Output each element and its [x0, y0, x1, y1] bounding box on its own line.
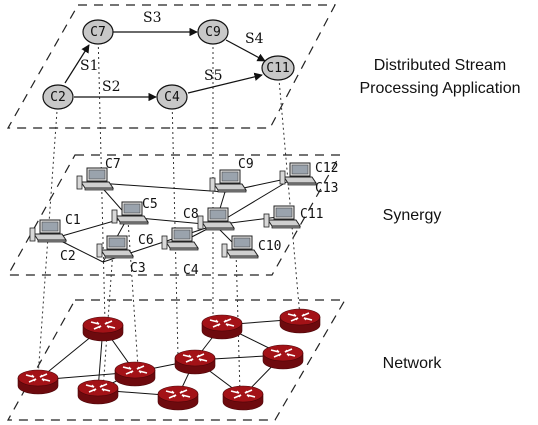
app-node-c7: C7	[82, 19, 114, 45]
desktop-computer-icon	[161, 227, 199, 251]
edge-s5	[187, 72, 263, 94]
desktop-computer-icon	[221, 235, 259, 259]
desktop-computer-icon	[197, 207, 235, 231]
computer-label-c10: C10	[258, 239, 281, 254]
application-layer-plane	[6, 4, 336, 129]
app-node-label: C9	[205, 25, 221, 40]
edge-label-s2: S2	[102, 79, 121, 95]
router-icon	[82, 316, 124, 342]
layer-labels: Distributed Stream Processing Applicatio…	[360, 57, 521, 372]
edge-label-s5: S5	[204, 68, 223, 84]
router-icon	[279, 308, 321, 334]
computer-label-c8: C8	[183, 207, 199, 222]
app-node-c9: C9	[197, 19, 229, 45]
app-node-c4: C4	[156, 84, 188, 110]
desktop-computer-icon	[96, 235, 134, 259]
computer-label-c12: C12	[315, 161, 338, 176]
edge-label-s1: S1	[80, 58, 99, 74]
router-icon	[77, 379, 119, 405]
router-icon	[157, 385, 199, 411]
edge-label-s3: S3	[143, 10, 162, 26]
router-icon	[201, 314, 243, 340]
app-node-label: C4	[164, 90, 180, 105]
computer-label-c11: C11	[300, 207, 323, 222]
app-node-c2: C2	[42, 84, 74, 110]
router-icon	[222, 385, 264, 411]
computer-label-c5: C5	[142, 197, 158, 212]
app-node-label: C11	[266, 61, 289, 76]
app-node-label: C2	[50, 90, 66, 105]
network-links	[37, 318, 301, 397]
application-layer-label-line2: Processing Application	[360, 80, 521, 97]
application-edges	[64, 27, 266, 102]
computer-label-c2: C2	[60, 249, 76, 264]
computer-label-c1: C1	[65, 213, 81, 228]
computer-label-c4: C4	[183, 263, 199, 278]
application-layer-label-line1: Distributed Stream	[374, 57, 507, 74]
computer-label-c3: C3	[130, 261, 146, 276]
app-node-c11: C11	[261, 55, 295, 81]
edge-s1	[64, 44, 90, 84]
computer-label-c6: C6	[138, 233, 154, 248]
router-icon	[262, 344, 304, 370]
router-icon	[114, 361, 156, 387]
overlay-computer-labels: C7 C9 C12 C13 C1 C5 C8 C11 C6 C2 C3 C4 C…	[60, 157, 338, 278]
app-node-label: C7	[90, 25, 106, 40]
computer-label-c13: C13	[315, 181, 338, 196]
edge-s4	[225, 39, 266, 62]
network-layer-label: Network	[383, 355, 443, 372]
router-icon	[17, 369, 59, 395]
desktop-computer-icon	[279, 162, 317, 186]
desktop-computer-icon	[209, 169, 247, 193]
computer-label-c9: C9	[238, 157, 254, 172]
desktop-computer-icon	[263, 205, 301, 229]
edge-label-s4: S4	[245, 31, 264, 47]
router-icon	[174, 349, 216, 375]
computer-label-c7: C7	[105, 157, 121, 172]
edge-labels: S1 S3 S4 S2 S5	[80, 10, 264, 95]
overlay-layer-label: Synergy	[383, 207, 442, 224]
desktop-computer-icon	[29, 219, 67, 243]
